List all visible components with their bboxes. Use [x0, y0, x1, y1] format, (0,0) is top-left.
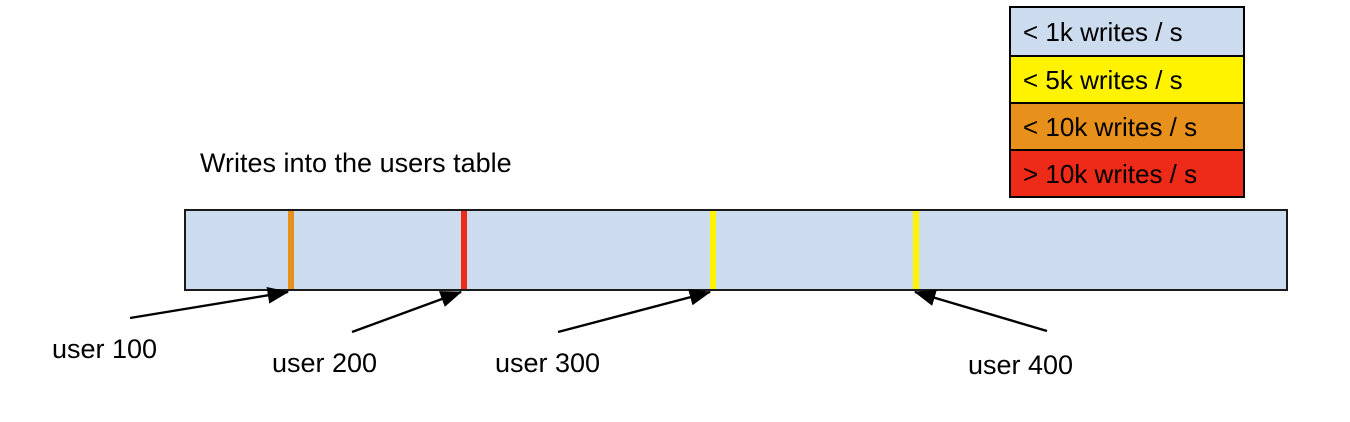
bar-stripe-user-300 [710, 211, 716, 289]
chart-title: Writes into the users table [200, 148, 512, 178]
bar-stripe-user-200 [461, 211, 467, 289]
label-user-400: user 400 [968, 350, 1074, 380]
legend-label-under-1k: < 1k writes / s [1023, 16, 1183, 47]
legend-label-over-10k: > 10k writes / s [1023, 158, 1198, 189]
legend-row-under-1k: < 1k writes / s [1011, 8, 1243, 55]
legend-row-under-10k: < 10k writes / s [1011, 102, 1243, 149]
bar-stripe-user-400 [913, 211, 919, 289]
legend-label-under-5k: < 5k writes / s [1023, 64, 1183, 95]
arrow-user-400 [913, 289, 1048, 333]
legend-label-under-10k: < 10k writes / s [1023, 111, 1198, 142]
users-table-bar [184, 209, 1288, 291]
legend-row-under-5k: < 5k writes / s [1011, 55, 1243, 102]
label-user-100: user 100 [52, 334, 158, 364]
arrow-user-200 [351, 290, 463, 334]
legend-row-over-10k: > 10k writes / s [1011, 149, 1243, 196]
bar-stripe-user-100 [288, 211, 294, 289]
label-user-300: user 300 [495, 348, 601, 378]
label-user-200: user 200 [272, 348, 378, 378]
arrow-user-100 [129, 287, 290, 320]
arrow-user-300 [557, 289, 712, 334]
write-throughput-legend: < 1k writes / s < 5k writes / s < 10k wr… [1009, 6, 1245, 198]
